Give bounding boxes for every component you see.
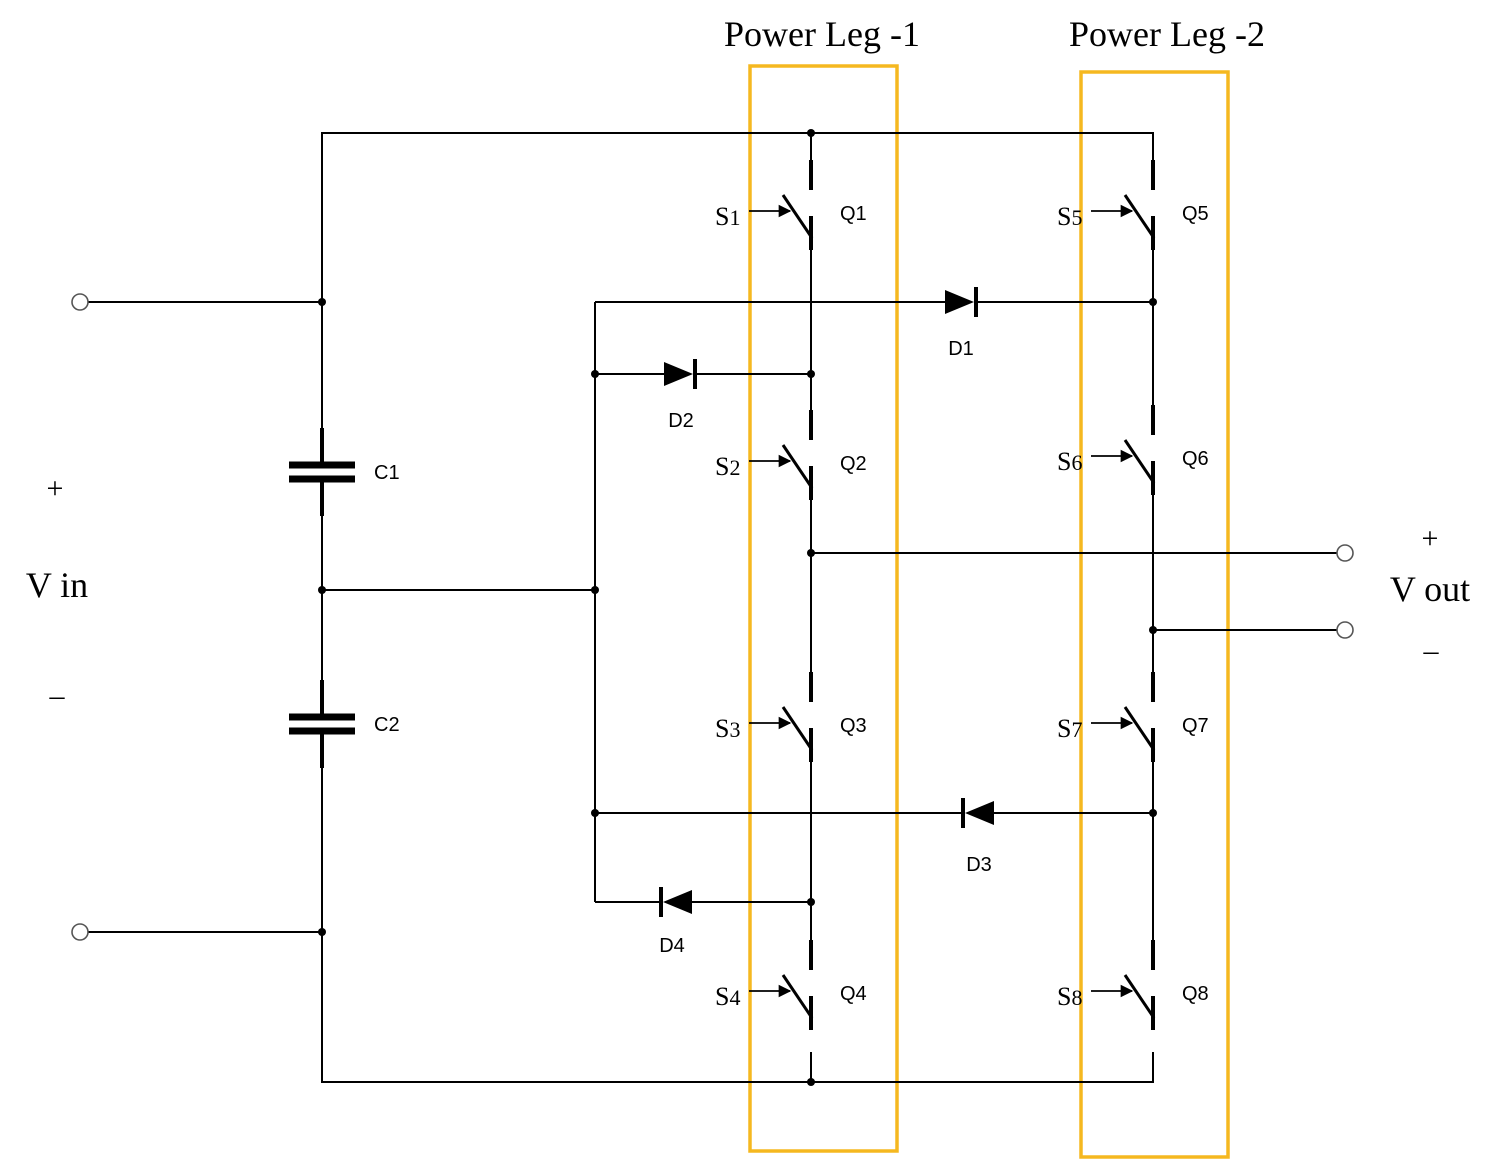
gate-letter: S [1057, 714, 1071, 743]
capacitor-c2-label: C2 [374, 714, 400, 736]
power-leg-2-box [1079, 70, 1230, 1159]
gate-letter: S [715, 452, 729, 481]
gate-subscript: 3 [729, 717, 740, 742]
switch-q4-gate-label: S4 [715, 982, 740, 1011]
switch-q3-gate-label: S3 [715, 714, 740, 743]
vout-minus-terminal [1336, 621, 1354, 639]
vin-plus-sign: + [47, 472, 64, 505]
gate-letter: S [1057, 447, 1071, 476]
top-rail [321, 132, 1154, 302]
vin-minus-terminal [71, 923, 89, 941]
gate-subscript: 7 [1071, 717, 1082, 742]
gate-letter: S [715, 202, 729, 231]
junctions [318, 129, 1157, 1086]
gate-subscript: 8 [1071, 985, 1082, 1010]
switch-q7 [1091, 672, 1156, 762]
gate-subscript: 4 [729, 985, 740, 1010]
switch-q2-label: Q2 [840, 453, 867, 475]
gate-letter: S [715, 982, 729, 1011]
switch-q2 [749, 410, 814, 500]
switch-q1 [749, 160, 814, 250]
vin-label: V in [26, 565, 88, 605]
vout-plus-terminal [1336, 544, 1354, 562]
power-leg-2-title: Power Leg -2 [1069, 14, 1265, 54]
switch-q3-label: Q3 [840, 715, 867, 737]
vout-minus-sign: – [1423, 634, 1440, 667]
vin-plus-terminal [71, 293, 89, 311]
diode-d4 [630, 887, 719, 917]
switch-q7-gate-label: S7 [1057, 714, 1082, 743]
power-leg-1-title: Power Leg -1 [724, 14, 920, 54]
bottom-rail [321, 932, 1154, 1083]
vout-plus-sign: + [1422, 522, 1439, 555]
switch-q5 [1091, 160, 1156, 250]
diode-d3-label: D3 [966, 854, 992, 876]
vin-minus-sign: – [49, 679, 66, 712]
diode-d3 [932, 798, 1021, 828]
gate-letter: S [715, 714, 729, 743]
switch-q8-label: Q8 [1182, 983, 1209, 1005]
switch-q4 [749, 940, 814, 1030]
gate-subscript: 1 [729, 205, 740, 230]
capacitor-c1 [289, 428, 355, 516]
capacitor-c2 [289, 680, 355, 768]
switch-q1-label: Q1 [840, 203, 867, 225]
gate-letter: S [1057, 982, 1071, 1011]
power-leg-1-box [748, 64, 899, 1153]
diode-d1-label: D1 [948, 338, 974, 360]
diode-d2-label: D2 [668, 410, 694, 432]
vout-label: V out [1390, 569, 1470, 609]
switch-q6-gate-label: S6 [1057, 447, 1082, 476]
switch-q1-gate-label: S1 [715, 202, 740, 231]
switch-q5-label: Q5 [1182, 203, 1209, 225]
switch-q8 [1091, 940, 1156, 1030]
switch-q3 [749, 672, 814, 762]
switch-q4-label: Q4 [840, 983, 867, 1005]
switch-q7-label: Q7 [1182, 715, 1209, 737]
capacitor-c1-label: C1 [374, 462, 400, 484]
gate-subscript: 5 [1071, 205, 1082, 230]
diode-d2 [638, 359, 727, 389]
switch-q8-gate-label: S8 [1057, 982, 1082, 1011]
switch-q6-label: Q6 [1182, 448, 1209, 470]
diode-d4-label: D4 [659, 935, 685, 957]
gate-subscript: 6 [1071, 450, 1082, 475]
switch-q6 [1091, 405, 1156, 495]
gate-subscript: 2 [729, 455, 740, 480]
switch-q5-gate-label: S5 [1057, 202, 1082, 231]
wires [80, 132, 1345, 1083]
switch-q2-gate-label: S2 [715, 452, 740, 481]
gate-letter: S [1057, 202, 1071, 231]
diode-d1 [918, 287, 1007, 317]
